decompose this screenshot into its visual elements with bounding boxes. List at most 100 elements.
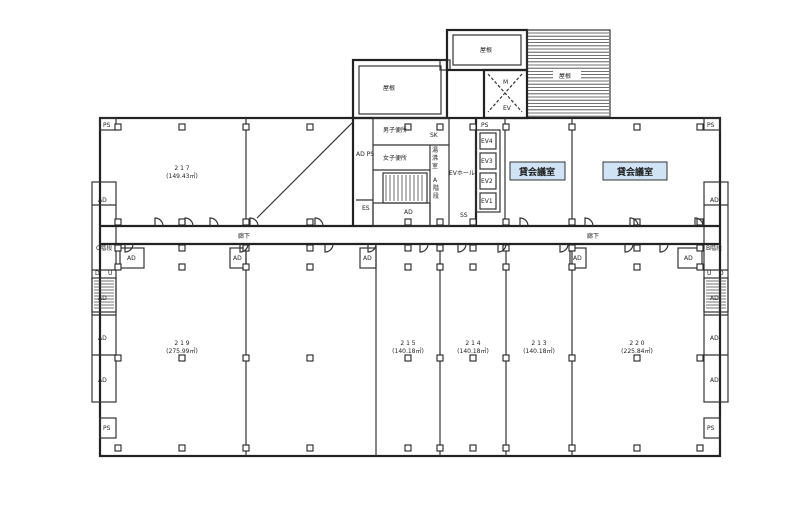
column [242, 354, 250, 362]
c-stair-d: D [95, 270, 100, 277]
column [306, 354, 314, 362]
a-stair-label-1: A [433, 177, 438, 184]
roof-block-hatched: 屋根 [526, 29, 611, 119]
column [306, 263, 314, 271]
column [696, 263, 704, 271]
b-stair-label: B階段 [706, 244, 722, 252]
stair-b [703, 277, 729, 313]
column [306, 218, 314, 226]
column [404, 218, 412, 226]
conf-room-label-1: 貸会議室 [519, 166, 555, 178]
kitchen-label-2: 沸 [432, 154, 438, 162]
column [114, 263, 122, 271]
ad-core-label: AD [404, 209, 413, 216]
column [469, 263, 477, 271]
room-214-number: 2 1 4 [465, 340, 480, 347]
column [242, 444, 250, 452]
column [568, 354, 576, 362]
ad-label-c3: AD [363, 255, 372, 262]
column [633, 123, 641, 131]
column [436, 263, 444, 271]
door-swings [124, 217, 704, 253]
column [306, 123, 314, 131]
roof-block-top: 屋根 [445, 28, 529, 72]
door-swing [419, 243, 429, 253]
column [568, 218, 576, 226]
ev4-label: EV4 [481, 138, 493, 145]
column [404, 444, 412, 452]
stair-c [91, 277, 117, 313]
door-swing [659, 243, 669, 253]
ad-ps-label: AD PS [356, 151, 374, 158]
lower-room-walls [119, 244, 703, 456]
column [696, 244, 704, 252]
column [178, 244, 186, 252]
column [633, 244, 641, 252]
ad-label-r1: AD [710, 197, 719, 204]
room-219-area: (275.99㎡) [166, 347, 198, 355]
ev-label: EV [503, 105, 512, 112]
ad-label-c1: AD [127, 255, 136, 262]
door-swing [694, 217, 704, 227]
ad-label-r2: AD [710, 295, 719, 302]
ps-label-br: PS [707, 425, 715, 432]
ev1-label: EV1 [481, 198, 493, 205]
door-swing [249, 217, 259, 227]
column [469, 123, 477, 131]
column [633, 354, 641, 362]
roof-block-left: 屋根 [351, 58, 451, 120]
column [178, 263, 186, 271]
door-swing [239, 243, 249, 253]
column [436, 123, 444, 131]
column [178, 444, 186, 452]
conference-room-2: 貸会議室 [602, 161, 668, 181]
column [404, 263, 412, 271]
a-stair-label-3: 段 [433, 192, 439, 200]
column [568, 263, 576, 271]
column [242, 218, 250, 226]
column [469, 218, 477, 226]
sk-label: SK [430, 132, 439, 139]
column [404, 123, 412, 131]
room-214-area: (140.18㎡) [457, 347, 489, 355]
b-stair-u: U [707, 270, 711, 277]
column [114, 123, 122, 131]
column [469, 244, 477, 252]
door-swing [519, 217, 529, 227]
ad-label-c5: AD [684, 255, 693, 262]
room-215-area: (140.18㎡) [392, 347, 424, 355]
c-stair-u: U [108, 270, 112, 277]
ad-label-l2: AD [98, 295, 107, 302]
ps-label-tl: PS [103, 122, 111, 129]
column [114, 244, 122, 252]
core-area [356, 117, 450, 227]
b-stair-d: D [719, 270, 724, 277]
door-swing [367, 243, 377, 253]
door-swing [124, 243, 134, 253]
column [178, 354, 186, 362]
door-swing [324, 243, 334, 253]
column [568, 123, 576, 131]
ev2-label: EV2 [481, 178, 493, 185]
conference-room-1: 貸会議室 [509, 161, 566, 181]
columns [114, 123, 704, 452]
column [114, 354, 122, 362]
column [568, 244, 576, 252]
door-swing [559, 243, 569, 253]
column [502, 444, 510, 452]
mens-toilet-label: 男子便所 [383, 126, 407, 134]
door-swing [624, 243, 634, 253]
room-220-area: (225.84㎡) [621, 347, 653, 355]
roof-label-1: 屋根 [383, 84, 395, 92]
a-stair-label-2: 階 [433, 184, 439, 192]
ps-label-bl: PS [103, 425, 111, 432]
conf-room-label-2: 貸会議室 [617, 166, 653, 178]
column [469, 444, 477, 452]
ev-machine-room: M EV [482, 68, 529, 120]
column [178, 218, 186, 226]
column [114, 218, 122, 226]
column [502, 218, 510, 226]
ad-label-l1: AD [98, 197, 107, 204]
column [696, 354, 704, 362]
